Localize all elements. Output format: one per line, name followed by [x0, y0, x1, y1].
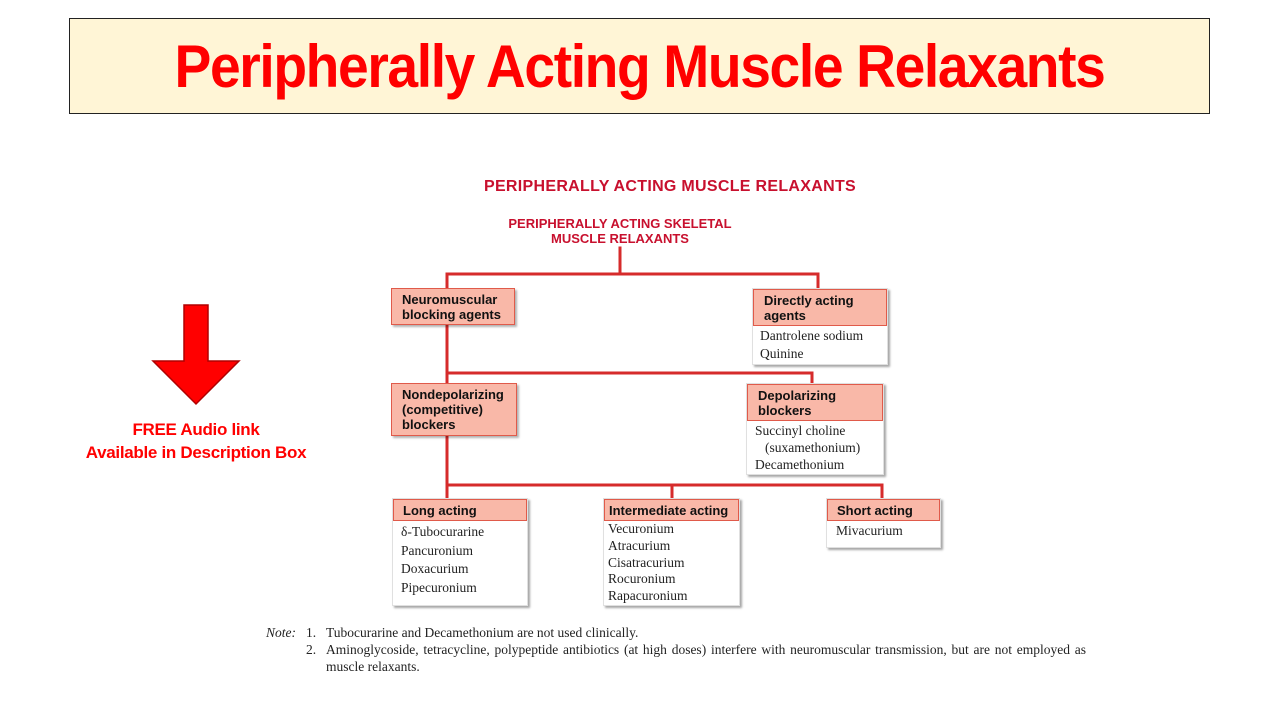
- note-label: Note:: [266, 625, 296, 640]
- long-acting-header: Long acting: [393, 499, 527, 521]
- nondepolarizing-line3: blockers: [402, 417, 456, 432]
- list-item: (suxamethonium): [765, 440, 861, 455]
- intermediate-acting-header: Intermediate acting: [604, 499, 739, 521]
- list-item: Atracurium: [608, 537, 671, 553]
- title-banner: Peripherally Acting Muscle Relaxants: [69, 18, 1210, 114]
- depolarizing-list: Succinyl choline (suxamethonium) Decamet…: [747, 421, 883, 475]
- directly-acting-header: Directly acting agents: [753, 289, 887, 326]
- long-acting-box: Long acting δ-Tubocurarine Pancuronium D…: [392, 498, 528, 606]
- audio-notice-line1: FREE Audio link: [132, 420, 260, 439]
- list-item: δ-Tubocurarine: [401, 524, 485, 539]
- list-item: Succinyl choline: [755, 423, 846, 438]
- list-item: Quinine: [760, 345, 804, 361]
- directly-acting-list: Dantrolene sodium Quinine: [753, 326, 887, 364]
- list-item: Decamethonium: [755, 457, 845, 472]
- root-label: PERIPHERALLY ACTING SKELETAL MUSCLE RELA…: [470, 216, 770, 246]
- neuromuscular-line1: Neuromuscular: [402, 292, 498, 307]
- list-item: Mivacurium: [836, 523, 903, 538]
- list-item: Pipecuronium: [401, 579, 477, 595]
- nondepolarizing-line2: (competitive): [402, 402, 483, 417]
- list-item: Dantrolene sodium: [760, 328, 864, 343]
- list-item: Vecuronium: [608, 521, 674, 536]
- depolarizing-line2: blockers: [758, 403, 812, 418]
- directly-acting-line1: Directly acting: [764, 293, 854, 308]
- directly-acting-line2: agents: [764, 308, 806, 323]
- nondepolarizing-blockers-box: Nondepolarizing (competitive) blockers: [391, 383, 517, 436]
- short-acting-list: Mivacurium: [827, 521, 940, 542]
- list-item: Pancuronium: [401, 542, 473, 558]
- intermediate-acting-list: Vecuronium Atracurium Cisatracurium Rocu…: [604, 521, 739, 607]
- neuromuscular-line2: blocking agents: [402, 307, 501, 322]
- list-item: Cisatracurium: [608, 554, 685, 570]
- banner-title: Peripherally Acting Muscle Relaxants: [174, 32, 1106, 100]
- down-arrow-icon: [151, 304, 241, 406]
- diagram-title: PERIPHERALLY ACTING MUSCLE RELAXANTS: [483, 178, 857, 195]
- depolarizing-header: Depolarizing blockers: [747, 384, 883, 421]
- list-item: Rocuronium: [608, 571, 676, 587]
- depolarizing-blockers-box: Depolarizing blockers Succinyl choline (…: [746, 383, 884, 475]
- short-acting-box: Short acting Mivacurium: [826, 498, 941, 548]
- note-number: 2.: [306, 642, 317, 657]
- directly-acting-agents-box: Directly acting agents Dantrolene sodium…: [752, 288, 888, 365]
- depolarizing-line1: Depolarizing: [758, 388, 837, 403]
- nondepolarizing-line1: Nondepolarizing: [402, 387, 504, 402]
- long-acting-list: δ-Tubocurarine Pancuronium Doxacurium Pi…: [393, 521, 527, 599]
- neuromuscular-blocking-agents-box: Neuromuscular blocking agents: [391, 288, 515, 325]
- note-text: Aminoglycoside, tetracycline, polypeptid…: [326, 642, 1086, 674]
- root-label-line2: MUSCLE RELAXANTS: [551, 231, 689, 246]
- root-label-line1: PERIPHERALLY ACTING SKELETAL: [508, 216, 732, 231]
- note-text: Tubocurarine and Decamethonium are not u…: [326, 625, 639, 640]
- note-row: Note: 1. Tubocurarine and Decamethonium …: [266, 624, 1086, 641]
- short-acting-header: Short acting: [827, 499, 940, 521]
- audio-notice-line2: Available in Description Box: [85, 443, 307, 462]
- intermediate-acting-box: Intermediate acting Vecuronium Atracuriu…: [603, 498, 740, 606]
- list-item: Rapacuronium: [608, 588, 688, 604]
- list-item: Doxacurium: [401, 561, 469, 576]
- note-row: 2. Aminoglycoside, tetracycline, polypep…: [266, 641, 1086, 675]
- notes-section: Note: 1. Tubocurarine and Decamethonium …: [266, 624, 1086, 675]
- note-number: 1.: [306, 625, 317, 640]
- audio-notice: FREE Audio link Available in Description…: [60, 418, 332, 464]
